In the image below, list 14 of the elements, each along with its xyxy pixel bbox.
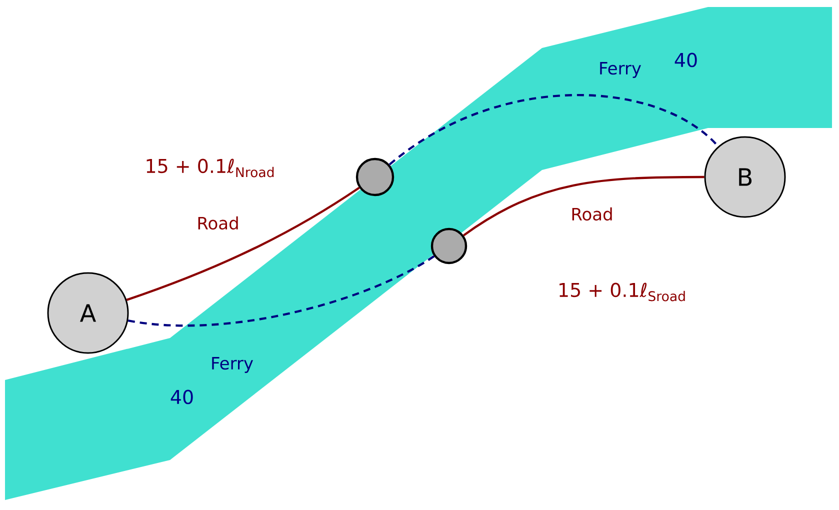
edge-label: Road (198, 216, 238, 230)
edge-label: Ferry (212, 357, 253, 373)
junction-circle (430, 228, 468, 264)
ferry-route (128, 255, 435, 327)
edge-label: Road (572, 207, 612, 221)
cost-label: 15 + 0.1ℓ$_{Nroad}$ (146, 158, 274, 178)
road-line (126, 186, 360, 301)
ferry-route (388, 94, 719, 166)
edge-label: Ferry (600, 62, 641, 78)
junction-circle (356, 158, 394, 196)
road-line (463, 176, 704, 236)
cost-label: 15 + 0.1ℓ$_{Sroad}$ (560, 282, 685, 302)
cost-label: 40 (674, 52, 697, 68)
cost-label: 40 (170, 390, 193, 404)
